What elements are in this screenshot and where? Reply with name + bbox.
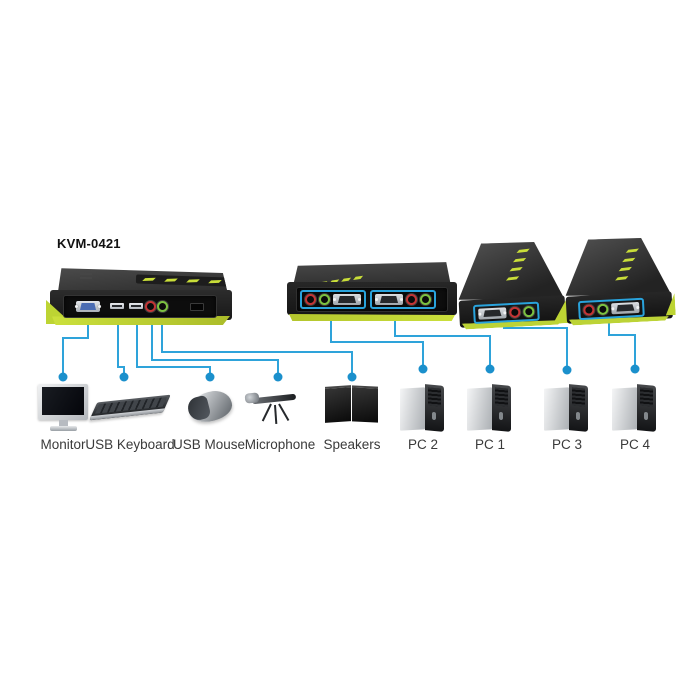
kvm-top-face [293,262,451,286]
port-select-button-strip [135,274,228,287]
peripheral-label: PC 3 [551,437,582,452]
select-button-3-icon [509,267,522,271]
kvm-top-face [58,268,228,294]
speaker-jack-icon [420,294,431,305]
select-button-4-icon [353,275,364,280]
speakers-icon [312,383,392,435]
mic-jack-icon [406,294,417,305]
wire-endpoint-pc-4 [630,364,640,374]
wire-endpoint-usb-keyboard [119,372,129,382]
mic-jack-icon [583,303,595,316]
microphone-icon [240,383,320,435]
vga-port-icon [611,301,640,314]
select-button-1-icon [517,249,530,253]
speaker-jack-icon [523,305,535,317]
monitor-icon [23,383,103,435]
kvm-port-panel [472,301,540,324]
wire-speakers [161,310,353,377]
wire-usb-mouse [136,310,211,377]
mic-jack-icon [145,301,156,312]
peripheral-label: USB Mouse [172,437,246,452]
peripheral-monitor: Monitor [23,383,103,455]
speaker-jack-icon [319,294,330,305]
brand-emboss [80,271,92,279]
wire-endpoint-pc-1 [485,364,495,374]
kvm-switch-angled-view-left [456,239,567,334]
peripheral-label: Microphone [244,437,316,452]
mouse-icon [169,383,249,435]
kvm-port-panel [577,297,645,320]
peripheral-label: PC 1 [474,437,505,452]
mic-jack-icon [509,306,521,318]
peripheral-label: PC 4 [619,437,650,452]
vga-port-icon [375,294,403,305]
wire-endpoint-pc-3 [562,365,572,375]
select-button-3-icon [186,279,200,283]
select-button-1-icon [626,249,639,253]
mic-jack-icon [305,294,316,305]
keyboard-icon [89,383,171,435]
wire-microphone [151,310,279,377]
pc-tower-icon [595,383,675,435]
wire-usb-keyboard [117,310,125,377]
speaker-jack-icon [597,303,609,315]
kvm-switch-angled-view-right [563,235,674,330]
peripheral-usb-mouse: USB Mouse [169,383,249,455]
vga-port-icon [333,294,361,305]
vga-port-icon [478,306,507,320]
pc-port-group [577,297,645,320]
select-button-4-icon [208,280,222,284]
pc-port-group-b [370,290,436,309]
power-port-icon [190,303,204,311]
port-select-button-strip [506,249,534,286]
select-button-2-icon [513,258,526,262]
kvm-switch-rear-view [287,260,457,322]
select-button-2-icon [622,258,635,262]
peripheral-label: PC 2 [407,437,438,452]
peripheral-pc-1: PC 1 [450,383,530,455]
speaker-jack-icon [157,301,168,312]
kvm-switch-front-view [46,264,232,326]
wire-pc-2 [330,310,424,369]
select-button-2-icon [164,278,178,282]
peripheral-pc-3: PC 3 [527,383,607,455]
select-button-4-icon [615,276,628,280]
kvm-front-port-panel [64,296,216,317]
wire-endpoint-speakers [347,372,357,382]
port-select-button-strip [615,249,643,286]
select-button-1-icon [142,277,156,281]
select-button-3-icon [619,267,632,271]
usb-port-2-icon [129,303,143,309]
peripheral-pc-2: PC 2 [383,383,463,455]
wire-endpoint-monitor [58,372,68,382]
kvm-rear-port-panel [297,288,447,311]
peripheral-pc-4: PC 4 [595,383,675,455]
peripheral-label: Speakers [323,437,381,452]
usb-port-1-icon [110,303,124,309]
select-button-3-icon [341,277,352,282]
peripheral-microphone: Microphone [240,383,320,455]
pc-port-group-a [300,290,366,309]
lime-accent-strip [289,314,455,321]
wire-endpoint-pc-2 [418,364,428,374]
peripheral-label: USB Keyboard [85,437,175,452]
lime-accent-strip [52,316,230,325]
vga-port-icon [75,301,101,312]
select-button-4-icon [506,276,519,280]
pc-port-group [472,301,540,324]
peripheral-usb-keyboard: USB Keyboard [85,383,175,455]
pc-tower-icon [450,383,530,435]
product-model-title: KVM-0421 [57,236,121,251]
wire-pc-1 [394,310,491,369]
wire-endpoint-usb-mouse [205,372,215,382]
peripheral-speakers: Speakers [312,383,392,455]
wire-endpoint-microphone [273,372,283,382]
peripheral-label: Monitor [40,437,86,452]
